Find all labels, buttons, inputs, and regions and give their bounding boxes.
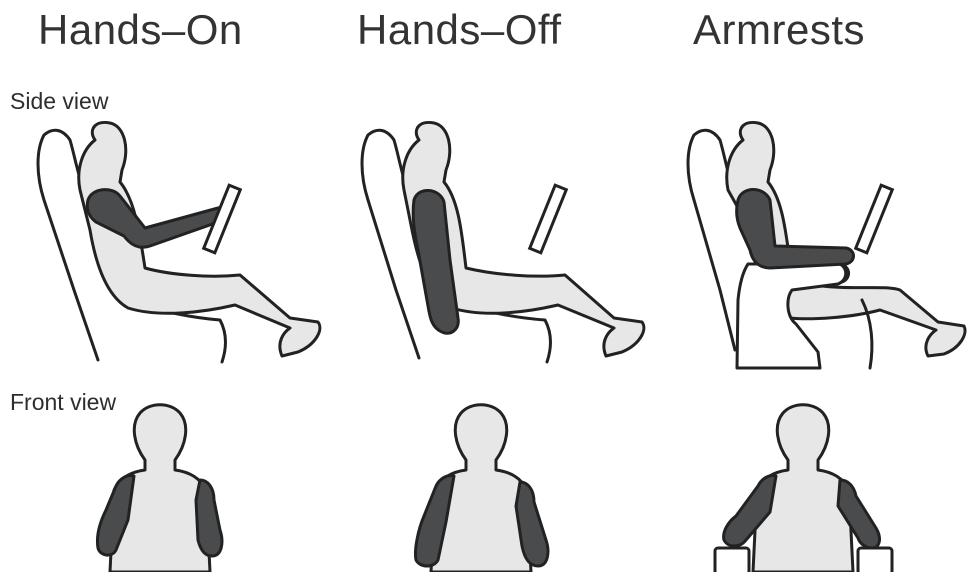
steering-wheel	[530, 185, 567, 253]
hands-off-side-figure	[362, 122, 644, 362]
hands-on-side-figure	[38, 122, 320, 362]
steering-wheel	[856, 185, 893, 253]
hands-off-front-figure	[415, 405, 547, 572]
hands-on-front-figure	[97, 405, 221, 572]
arm-on-armrest	[737, 190, 854, 269]
armrests-front-figure	[715, 405, 892, 572]
left-armrest-front	[715, 548, 749, 572]
right-armrest-front	[858, 548, 892, 572]
armrests-side-figure	[688, 122, 965, 368]
right-arm-front	[196, 480, 222, 556]
